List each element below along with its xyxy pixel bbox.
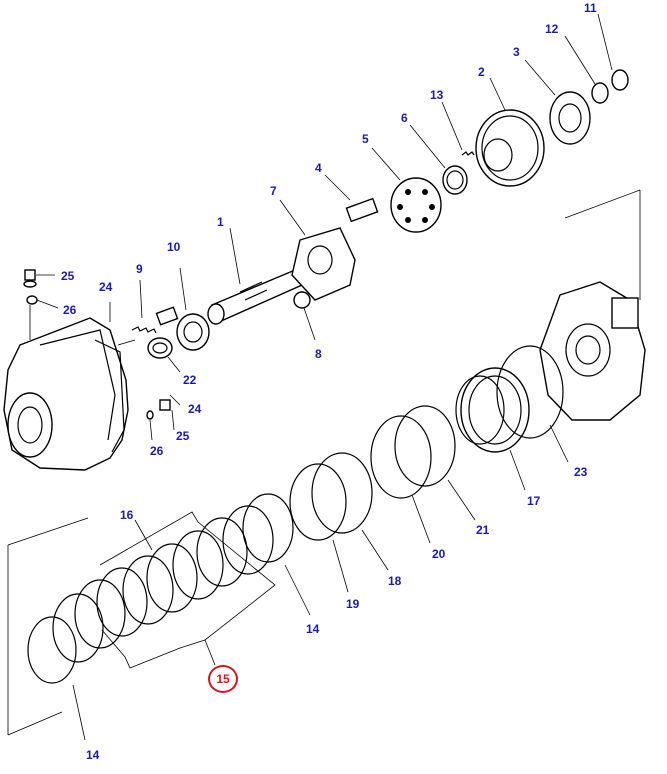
callout-23: 23: [574, 465, 588, 479]
callout-20: 20: [432, 547, 446, 561]
shaft-1: [207, 227, 303, 325]
callout-10: 10: [167, 240, 181, 254]
callout-18: 18: [388, 574, 402, 588]
callout-1: 1: [217, 215, 224, 229]
ring-6: [409, 124, 468, 195]
callout-3: 3: [513, 45, 520, 59]
bolt-25-lower: [146, 399, 171, 420]
plate-5: [371, 147, 442, 233]
callout-15-highlighted[interactable]: 15: [208, 665, 238, 693]
piston-4: [324, 174, 379, 223]
ring-19: [289, 463, 349, 593]
o-ring-23: [496, 345, 569, 463]
cover-part: [539, 281, 646, 421]
pin-10: [155, 267, 187, 326]
callout-2: 2: [478, 65, 485, 79]
plate-7: [279, 199, 356, 341]
piston-17: [455, 367, 530, 491]
nut-11: [597, 13, 629, 91]
callout-8: 8: [315, 347, 322, 361]
callout-6: 6: [401, 111, 408, 125]
callout-13: 13: [430, 88, 444, 102]
seal-20: [370, 415, 432, 544]
callout-17: 17: [527, 494, 541, 508]
spring-9: [131, 279, 157, 334]
bolt-25-top: [23, 269, 38, 305]
callout-12: 12: [545, 22, 559, 36]
plate-3: [524, 59, 591, 145]
callout-26-lower: 26: [150, 444, 164, 458]
assembly-axis-lines: [7, 189, 641, 736]
spring-13: [441, 101, 475, 156]
callout-25-lower: 25: [176, 429, 190, 443]
housing-part: [3, 305, 136, 471]
callout-16: 16: [120, 508, 134, 522]
ring-14: [27, 616, 86, 741]
callout-24-top: 24: [99, 280, 113, 294]
seal-21: [394, 405, 476, 521]
callout-24-lower: 24: [188, 402, 202, 416]
callout-19: 19: [346, 597, 360, 611]
disc-pack-15: [52, 493, 311, 669]
callout-22: 22: [183, 373, 197, 387]
callout-4: 4: [315, 161, 322, 175]
callout-9: 9: [136, 262, 143, 276]
callout-26-top: 26: [63, 303, 77, 317]
callout-21: 21: [476, 523, 490, 537]
callout-25-top: 25: [61, 269, 75, 283]
bearing-12: [564, 35, 609, 104]
callout-7: 7: [270, 184, 277, 198]
callout-5: 5: [362, 132, 369, 146]
callout-14-bottom: 14: [86, 748, 100, 762]
callout-14-right: 14: [306, 622, 320, 636]
callout-11: 11: [584, 1, 597, 15]
cylinder-block-2: [475, 77, 545, 187]
bearing-22: [147, 313, 210, 373]
ring-18: [311, 452, 389, 571]
